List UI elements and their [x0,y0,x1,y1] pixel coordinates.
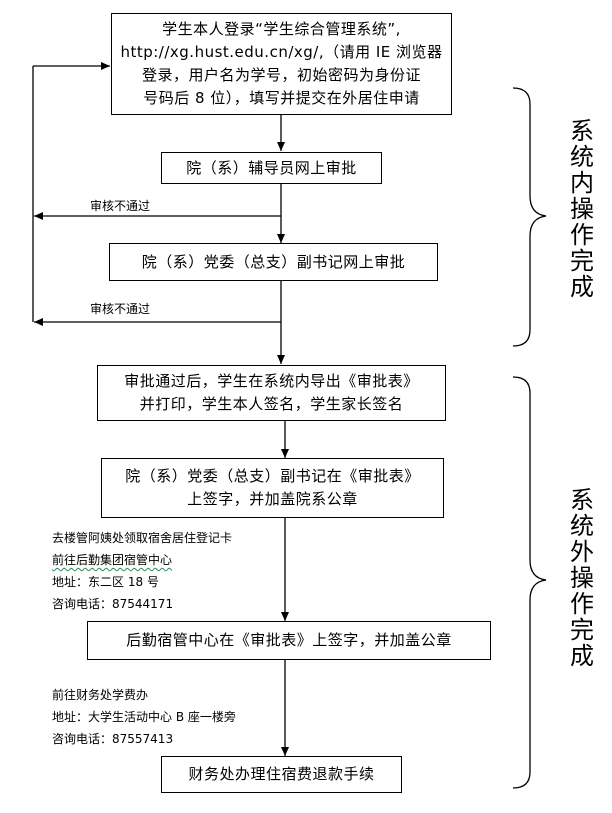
counselor-approval-box: 院（系）辅导员网上审批 [161,152,382,184]
note-line: 去楼管阿姨处领取宿舍居住登记卡 [52,531,233,545]
counselor-approval-label: 院（系）辅导员网上审批 [186,158,357,177]
finance-refund-box: 财务处办理住宿费退款手续 [161,756,402,793]
logistics-sign-box: 后勤宿管中心在《审批表》上签字，并加盖公章 [87,621,491,660]
side-label-inside-system: 系 统 内 操 作 完 成 [567,118,597,300]
reject-label: 审核不通过 [90,199,151,213]
login-line: 学生本人登录“学生综合管理系统”, [162,20,401,38]
secretary-online-approval-box: 院（系）党委（总支）副书记网上审批 [109,243,438,281]
side-char: 成 [570,273,594,301]
login-line: 号码后 8 位），填写并提交在外居住申请 [143,89,420,107]
side-char: 系 [570,486,594,514]
note-line: 前往后勤集团宿管中心 [52,553,173,567]
note-line: 咨询电话：87544171 [52,597,174,611]
side-char: 内 [570,169,594,197]
finance-refund-label: 财务处办理住宿费退款手续 [188,765,375,783]
login-step-box: 学生本人登录“学生综合管理系统”, http://xg.hust.edu.cn/… [111,13,452,115]
side-label-outside-system: 系 统 外 操 作 完 成 [567,487,597,669]
export-form-box: 审批通过后，学生在系统内导出《审批表》 并打印，学生本人签名，学生家长签名 [97,365,446,421]
side-char: 统 [570,143,594,171]
side-char: 完 [570,616,594,644]
side-char: 外 [570,538,594,566]
note-line: 前往财务处学费办 [52,688,149,702]
login-line: http://xg.hust.edu.cn/xg/,（请用 IE 浏览器 [120,43,443,61]
side-char: 作 [570,221,594,249]
side-char: 作 [570,590,594,618]
secretary-online-approval-label: 院（系）党委（总支）副书记网上审批 [141,252,406,271]
reject-label: 审核不通过 [90,302,151,316]
export-form-line: 并打印，学生本人签名，学生家长签名 [139,395,404,413]
note-line: 地址：东二区 18 号 [52,575,159,589]
side-char: 统 [570,512,594,540]
side-char: 成 [570,642,594,670]
secretary-sign-box: 院（系）党委（总支）副书记在《审批表》 上签字，并加盖院系公章 [101,458,444,518]
side-char: 操 [570,195,594,223]
note-line: 咨询电话：87557413 [52,732,174,746]
logistics-sign-label: 后勤宿管中心在《审批表》上签字，并加盖公章 [126,631,452,649]
finance-office-note: 前往财务处学费办 地址：大学生活动中心 B 座一楼旁 咨询电话：87557413 [52,684,236,750]
dorm-card-note: 去楼管阿姨处领取宿舍居住登记卡 前往后勤集团宿管中心 地址：东二区 18 号 咨… [52,527,232,615]
brace-inside-system [512,87,547,347]
side-char: 完 [570,247,594,275]
note-line: 地址：大学生活动中心 B 座一楼旁 [52,710,236,724]
secretary-sign-line: 上签字，并加盖院系公章 [187,490,358,508]
secretary-sign-line: 院（系）党委（总支）副书记在《审批表》 [125,467,420,485]
export-form-line: 审批通过后，学生在系统内导出《审批表》 [124,372,419,390]
login-line: 登录，用户名为学号，初始密码为身份证 [141,66,421,84]
brace-outside-system [512,376,547,789]
side-char: 系 [570,117,594,145]
side-char: 操 [570,564,594,592]
